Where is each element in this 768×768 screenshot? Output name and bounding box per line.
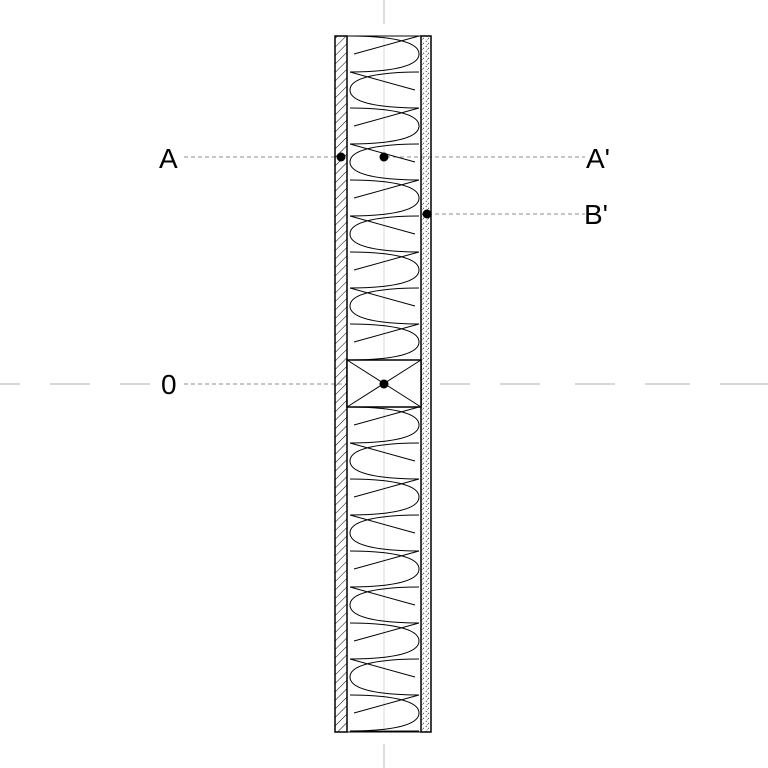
insulation-curve [349, 35, 420, 361]
hatched-layer [334, 35, 348, 733]
label-a-prime: A' [586, 143, 610, 174]
point-a-prime [379, 152, 389, 162]
leader-lines [184, 156, 585, 385]
label-a: A [159, 143, 178, 174]
label-b-prime: B' [584, 199, 608, 230]
label-zero: 0 [161, 369, 177, 400]
insulation-batting-upper [349, 35, 420, 361]
point-b-prime [422, 209, 432, 219]
point-zero [379, 379, 389, 389]
dotted-layer [420, 35, 432, 733]
insulation-curve [349, 406, 420, 733]
reference-points [336, 152, 432, 389]
point-a [336, 152, 346, 162]
insulation-batting-lower [349, 406, 420, 733]
